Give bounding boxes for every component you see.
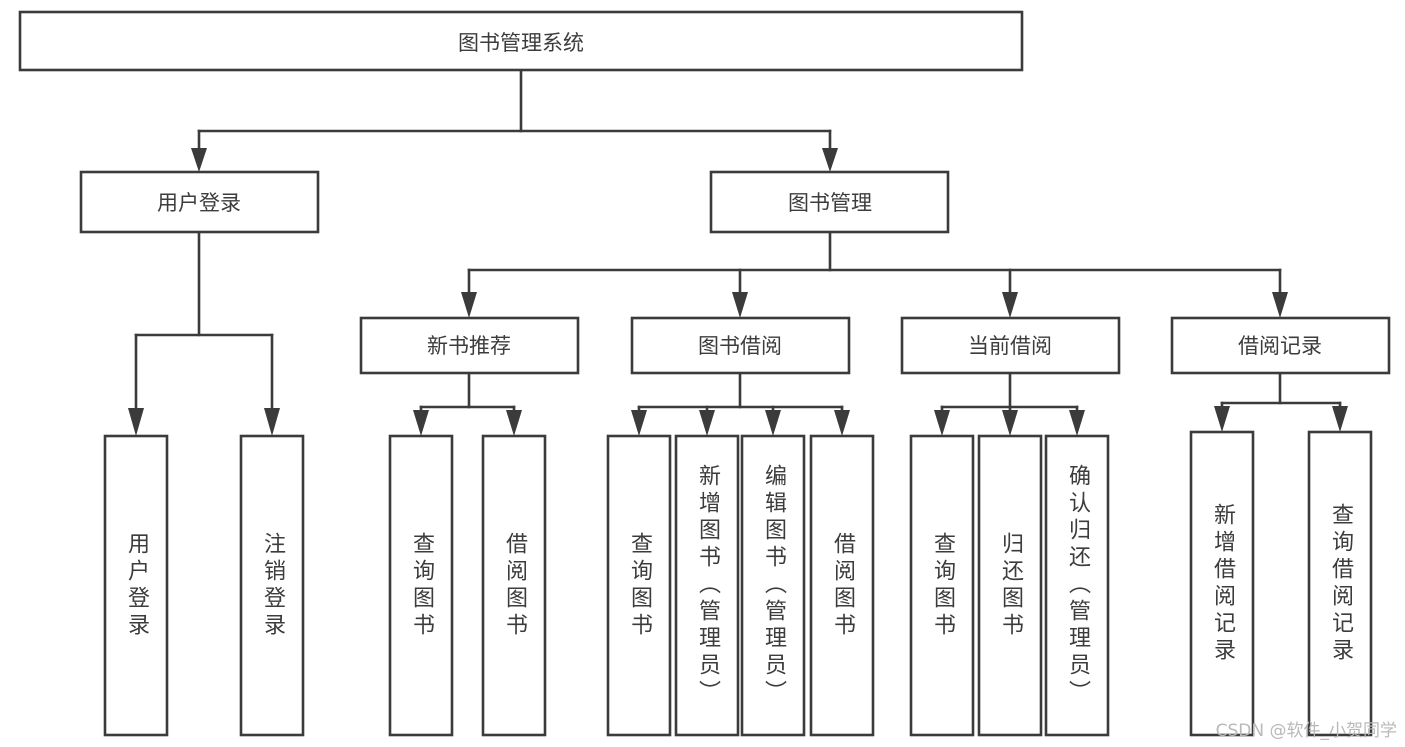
node-borrow-record-box[interactable]	[1170, 316, 1391, 375]
node-leaf-add-record[interactable]	[1189, 430, 1255, 737]
arrow-head-leaf-confirm-return	[1069, 410, 1085, 436]
node-leaf-query-record-box[interactable]	[1307, 430, 1373, 737]
node-leaf-borrow-book-2[interactable]	[809, 434, 875, 737]
node-leaf-query-book-2-box[interactable]	[606, 434, 672, 737]
node-leaf-query-book-1[interactable]	[388, 434, 454, 737]
node-root-box[interactable]	[18, 10, 1024, 72]
node-leaf-logout-login[interactable]	[239, 434, 305, 737]
arrow-head-leaf-return-book	[1002, 410, 1018, 436]
arrow-head-leaf-query-record	[1332, 406, 1348, 432]
node-user-login[interactable]: 用户登录	[79, 170, 320, 234]
node-book-management-label: 图书管理	[788, 191, 872, 215]
arrow-head-leaf-add-record	[1214, 406, 1230, 432]
arrow-head-leaf-borrow-book-2	[834, 410, 850, 436]
node-book-borrow[interactable]: 图书借阅	[630, 316, 851, 375]
arrow-head-user-login	[191, 148, 207, 172]
node-leaf-edit-book[interactable]	[740, 434, 806, 737]
node-leaf-query-book-3-box[interactable]	[909, 434, 975, 737]
node-new-book-recommend-label: 新书推荐	[427, 334, 511, 358]
connector-group-book-borrow	[631, 371, 850, 436]
node-leaf-add-book-box[interactable]	[674, 434, 740, 737]
node-leaf-user-login[interactable]	[103, 434, 169, 737]
arrow-head-leaf-borrow-book-1	[506, 410, 522, 436]
node-leaf-confirm-return-box[interactable]	[1044, 434, 1110, 737]
node-leaf-logout-login-box[interactable]	[239, 434, 305, 737]
arrow-head-book-management	[822, 148, 838, 172]
connector-group-borrow-record	[1214, 371, 1348, 432]
node-leaf-return-book[interactable]	[977, 434, 1043, 737]
node-user-login-box[interactable]	[79, 170, 320, 234]
arrow-head-leaf-user-login	[128, 408, 144, 436]
connector-group-book-management	[461, 230, 1288, 318]
arrow-head-leaf-add-book	[699, 410, 715, 436]
node-user-login-label: 用户登录	[157, 191, 241, 215]
arrow-head-leaf-query-book-3	[934, 410, 950, 436]
node-new-book-recommend-box[interactable]	[359, 316, 580, 375]
node-leaf-edit-book-box[interactable]	[740, 434, 806, 737]
node-leaf-borrow-book-1-box[interactable]	[481, 434, 547, 737]
node-leaf-query-book-3[interactable]	[909, 434, 975, 737]
connector-group-current-borrow	[934, 371, 1085, 436]
connector-group-root	[191, 68, 838, 172]
node-leaf-query-record[interactable]	[1307, 430, 1373, 737]
node-leaf-add-book[interactable]	[674, 434, 740, 737]
node-book-borrow-box[interactable]	[630, 316, 851, 375]
arrow-head-borrow-record	[1272, 292, 1288, 318]
node-new-book-recommend[interactable]: 新书推荐	[359, 316, 580, 375]
arrow-head-book-borrow	[732, 292, 748, 318]
node-book-borrow-label: 图书借阅	[698, 334, 782, 358]
node-book-management-box[interactable]	[709, 170, 950, 234]
arrow-head-leaf-query-book-1	[413, 410, 429, 436]
arrow-head-current-borrow	[1002, 292, 1018, 318]
node-current-borrow-box[interactable]	[900, 316, 1121, 375]
node-borrow-record[interactable]: 借阅记录	[1170, 316, 1391, 375]
node-leaf-confirm-return[interactable]	[1044, 434, 1110, 737]
arrow-head-leaf-query-book-2	[631, 410, 647, 436]
arrow-head-new-book-recommend	[461, 292, 477, 318]
node-leaf-add-record-box[interactable]	[1189, 430, 1255, 737]
connector-group-user-login	[128, 230, 280, 436]
node-book-management[interactable]: 图书管理	[709, 170, 950, 234]
node-current-borrow-label: 当前借阅	[968, 334, 1052, 358]
node-root[interactable]: 图书管理系统	[18, 10, 1024, 72]
connector-group-new-book-recommend	[413, 371, 522, 436]
node-leaf-borrow-book-1[interactable]	[481, 434, 547, 737]
node-borrow-record-label: 借阅记录	[1238, 334, 1322, 358]
node-leaf-query-book-2[interactable]	[606, 434, 672, 737]
arrow-head-leaf-logout-login	[264, 408, 280, 436]
arrow-head-leaf-edit-book	[765, 410, 781, 436]
node-root-label: 图书管理系统	[458, 31, 584, 55]
node-leaf-borrow-book-2-box[interactable]	[809, 434, 875, 737]
node-leaf-user-login-box[interactable]	[103, 434, 169, 737]
node-leaf-query-book-1-box[interactable]	[388, 434, 454, 737]
node-current-borrow[interactable]: 当前借阅	[900, 316, 1121, 375]
node-leaf-return-book-box[interactable]	[977, 434, 1043, 737]
